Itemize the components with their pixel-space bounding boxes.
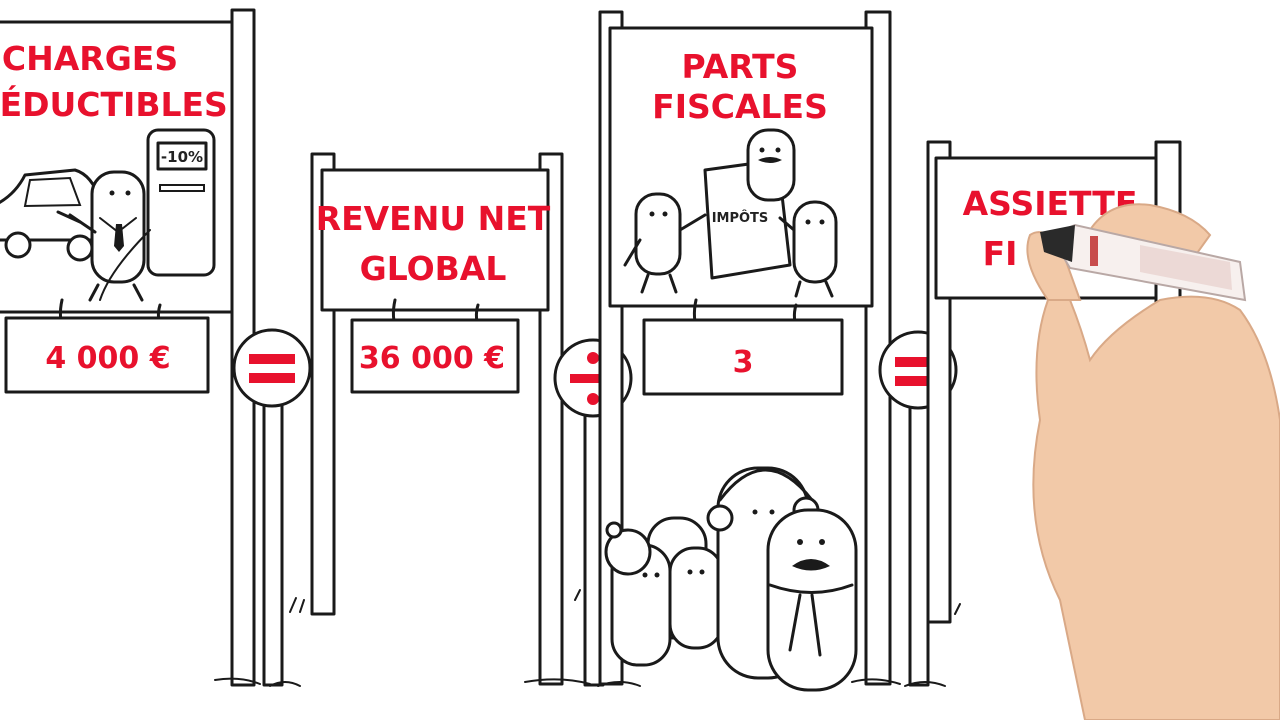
panel-title-line-1: REVENU NET [316, 199, 551, 238]
panel-title-line-1: CHARGES [2, 39, 178, 78]
panel-title-line-1: PARTS [682, 47, 799, 86]
panel-board [320, 168, 550, 312]
car-icon [0, 168, 102, 262]
panel-title-line-2: GLOBAL [360, 249, 507, 288]
character-right-icon [778, 200, 838, 298]
equals-icon [232, 328, 312, 687]
document-label: IMPÔTS [712, 210, 769, 226]
value-plate [4, 316, 210, 394]
pump-label: -10% [161, 148, 203, 166]
panel-value: 36 000 € [359, 341, 505, 376]
ground-grass [214, 589, 961, 687]
panel-title-line-2: DÉDUCTIBLES [0, 84, 228, 124]
panel-title-line-2: FISCALES [652, 87, 828, 126]
hand-with-marker-icon [1026, 203, 1280, 720]
panel-parts-fiscales: PARTS FISCALES IMPÔTS 3 [598, 10, 892, 692]
panel-title-line-2: FI [983, 234, 1018, 273]
character-left-icon [623, 192, 707, 294]
value-plate [642, 318, 844, 396]
panel-value: 4 000 € [45, 341, 170, 376]
value-plate [350, 318, 520, 394]
marker-icon [1040, 223, 1247, 302]
fuel-pump-icon: -10% [99, 128, 216, 301]
character-with-tie-icon [56, 170, 146, 302]
family-group-icon [604, 466, 858, 692]
panel-charges-deductibles: CHARGES DÉDUCTIBLES -10% [0, 8, 256, 687]
character-top-mustache-icon [746, 128, 796, 202]
panel-revenu-net-global: REVENU NET GLOBAL 36 000 € [310, 152, 564, 686]
panel-value: 3 [733, 345, 754, 380]
